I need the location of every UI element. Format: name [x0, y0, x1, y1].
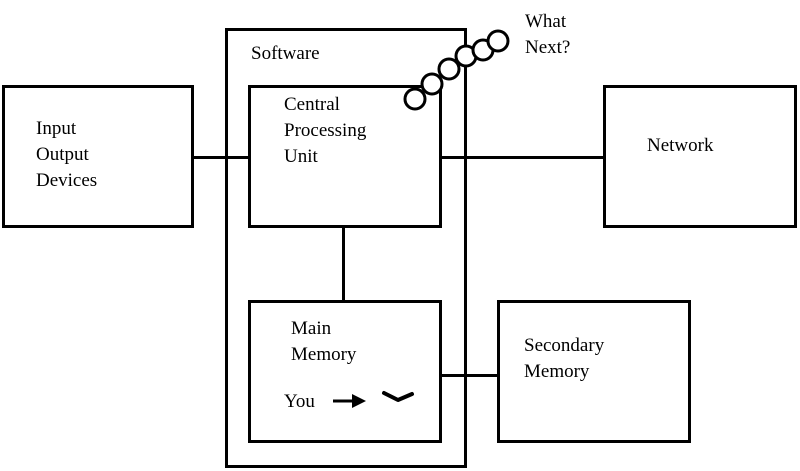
software-label: Software	[251, 43, 320, 64]
secondary-memory-box	[497, 300, 691, 443]
main-memory-label-line-2: Memory	[291, 344, 357, 365]
cpu-label: Central Processing Unit	[284, 92, 366, 170]
cpu-box	[248, 85, 442, 228]
cpu-label-line-1: Central	[284, 94, 340, 115]
what-next-label-line-2: Next?	[525, 37, 571, 58]
cpu-to-network-connector	[442, 156, 603, 159]
software-box	[225, 28, 467, 468]
main-memory-label-line-1: Main	[291, 318, 332, 339]
io-label-line-1: Input	[36, 118, 77, 139]
cpu-label-line-2: Processing	[284, 120, 367, 141]
secondary-memory-label-line-2: Memory	[524, 361, 590, 382]
cpu-label-line-3: Unit	[284, 146, 318, 167]
input-output-devices-box	[2, 85, 194, 228]
cpu-to-main-memory-connector	[342, 228, 345, 300]
main-memory-label: Main Memory	[291, 316, 356, 368]
secondary-memory-label: Secondary Memory	[524, 333, 604, 385]
what-next-label: What Next?	[525, 9, 570, 61]
network-label: Network	[647, 135, 714, 156]
io-to-cpu-connector	[194, 156, 248, 159]
input-output-devices-label: Input Output Devices	[36, 116, 97, 194]
io-label-line-3: Devices	[36, 170, 98, 191]
what-next-label-line-1: What	[525, 11, 567, 32]
you-label: You	[284, 391, 315, 412]
chain-circle	[471, 38, 495, 62]
io-label-line-2: Output	[36, 144, 89, 165]
main-memory-to-secondary-connector	[442, 374, 497, 377]
main-memory-box	[248, 300, 442, 443]
chain-circle	[486, 29, 510, 53]
network-box	[603, 85, 797, 228]
secondary-memory-label-line-1: Secondary	[524, 335, 605, 356]
